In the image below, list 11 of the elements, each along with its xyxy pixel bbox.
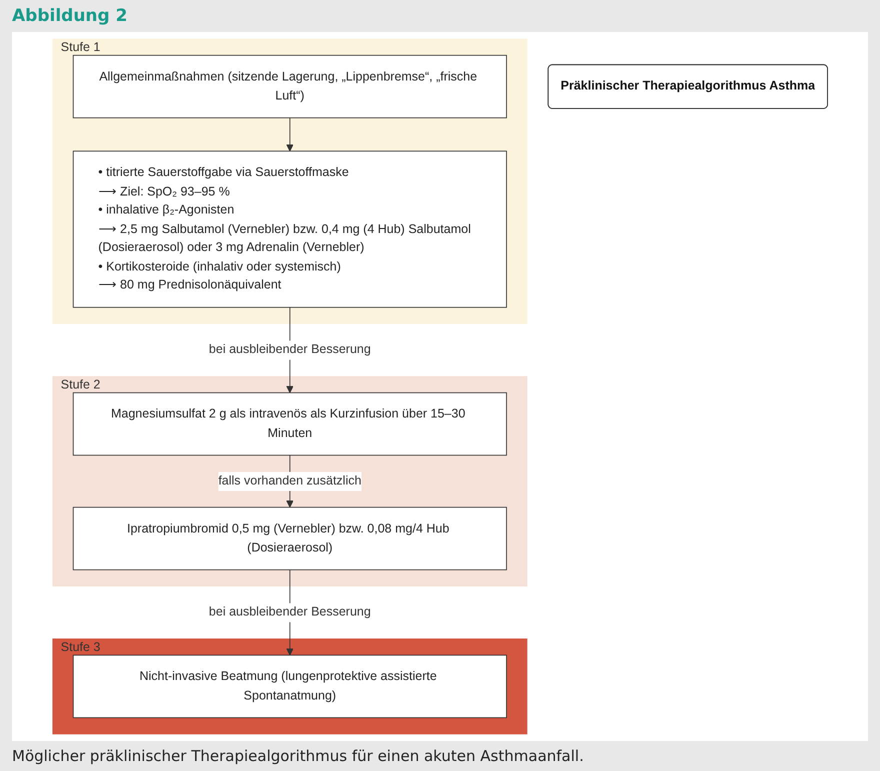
figure-caption: Möglicher präklinischer Therapiealgorithmus für einen akuten Asthmaanfall. (11, 746, 585, 767)
node-box: Magnesiumsulfat 2 g als intravenös als Kurzinfusion über 15–30 Minuten (72, 392, 507, 456)
edge-label: bei ausbleibender Besserung (208, 342, 371, 357)
figure-title: Abbildung 2 (11, 5, 128, 28)
node-box: Nicht-invasive Beatmung (lungenprotektive assistierte Spontanatmung) (72, 654, 507, 718)
edge-label: bei ausbleibender Besserung (208, 604, 371, 619)
node-box: • titrierte Sauerstoffgabe via Sauerstoffmaske ⟶ Ziel: SpO₂ 93–95 % • inhalative β₂-Agonisten ⟶ 2,5 mg Salbutamol (Vernebler) bzw. 0,4 mg (4 Hub) Salbutamol (Dosieraerosol) oder 3 mg Adrenalin (Vernebler) • Kortikosteroide (inhalativ oder systemisch) ⟶ 80 mg Prednisolonäquivalent (72, 150, 507, 308)
edge-label: falls vorhanden zusätzlich (218, 474, 362, 488)
node-box: Allgemeinmaßnahmen (sitzende Lagerung, „Lippenbremse“, „frische Luft“) (72, 54, 507, 118)
arrow (286, 117, 294, 152)
node-box: Ipratropiumbromid 0,5 mg (Vernebler) bzw. 0,08 mg/4 Hub (Dosieraerosol) (72, 506, 507, 570)
